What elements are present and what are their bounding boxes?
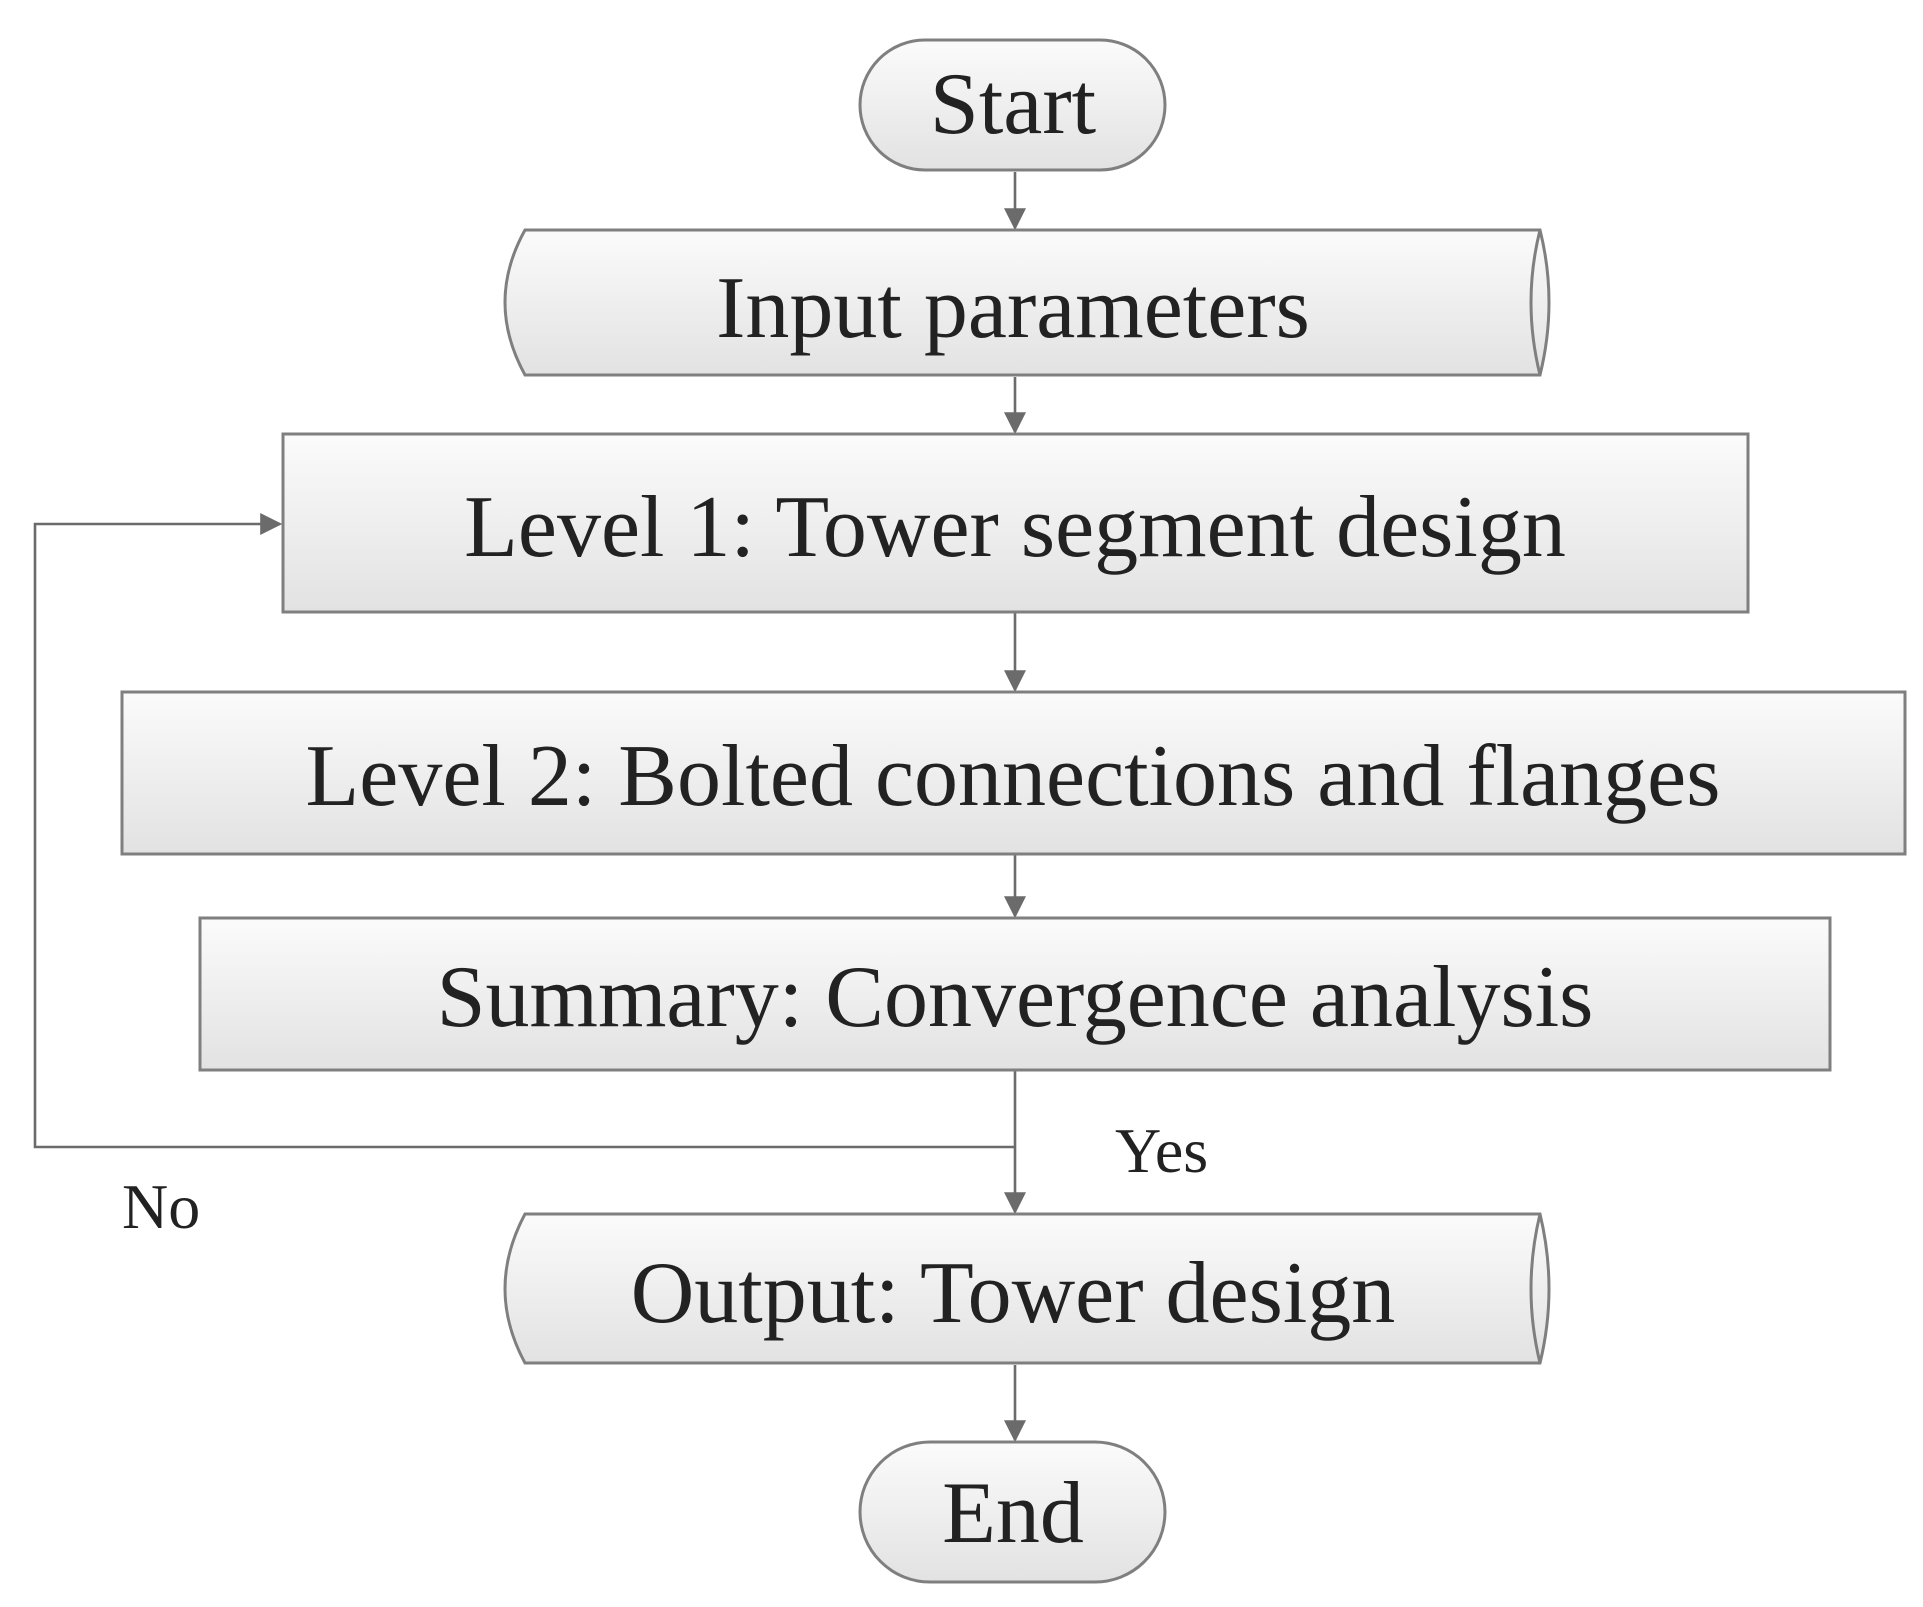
input-shape-curve <box>1529 229 1542 376</box>
end-node: End <box>858 1440 1167 1584</box>
no-loop-arrow <box>33 513 1015 1149</box>
start-label: Start <box>930 56 1096 153</box>
input-label: Input parameters <box>716 260 1310 357</box>
level1-shape <box>281 432 1750 614</box>
start-node: Start <box>858 38 1167 172</box>
output-shape-curve <box>1529 1213 1542 1364</box>
yes-label: Yes <box>1115 1115 1208 1186</box>
input-node: Input parameters <box>503 228 1551 377</box>
summary-label: Summary: Convergence analysis <box>437 949 1594 1046</box>
end-shape <box>858 1440 1167 1584</box>
output-label: Output: Tower design <box>631 1245 1396 1342</box>
connectors <box>33 172 1026 1443</box>
level1-label: Level 1: Tower segment design <box>464 479 1566 576</box>
start-shape <box>858 38 1167 172</box>
end-label: End <box>942 1465 1084 1562</box>
output-node: Output: Tower design <box>503 1212 1551 1365</box>
summary-node: Summary: Convergence analysis <box>198 916 1832 1072</box>
level2-shape <box>120 690 1907 856</box>
summary-shape <box>198 916 1832 1072</box>
level1-node: Level 1: Tower segment design <box>281 432 1750 614</box>
no-label: No <box>122 1171 200 1242</box>
level2-node: Level 2: Bolted connections and flanges <box>120 690 1907 856</box>
level2-label: Level 2: Bolted connections and flanges <box>306 728 1721 825</box>
